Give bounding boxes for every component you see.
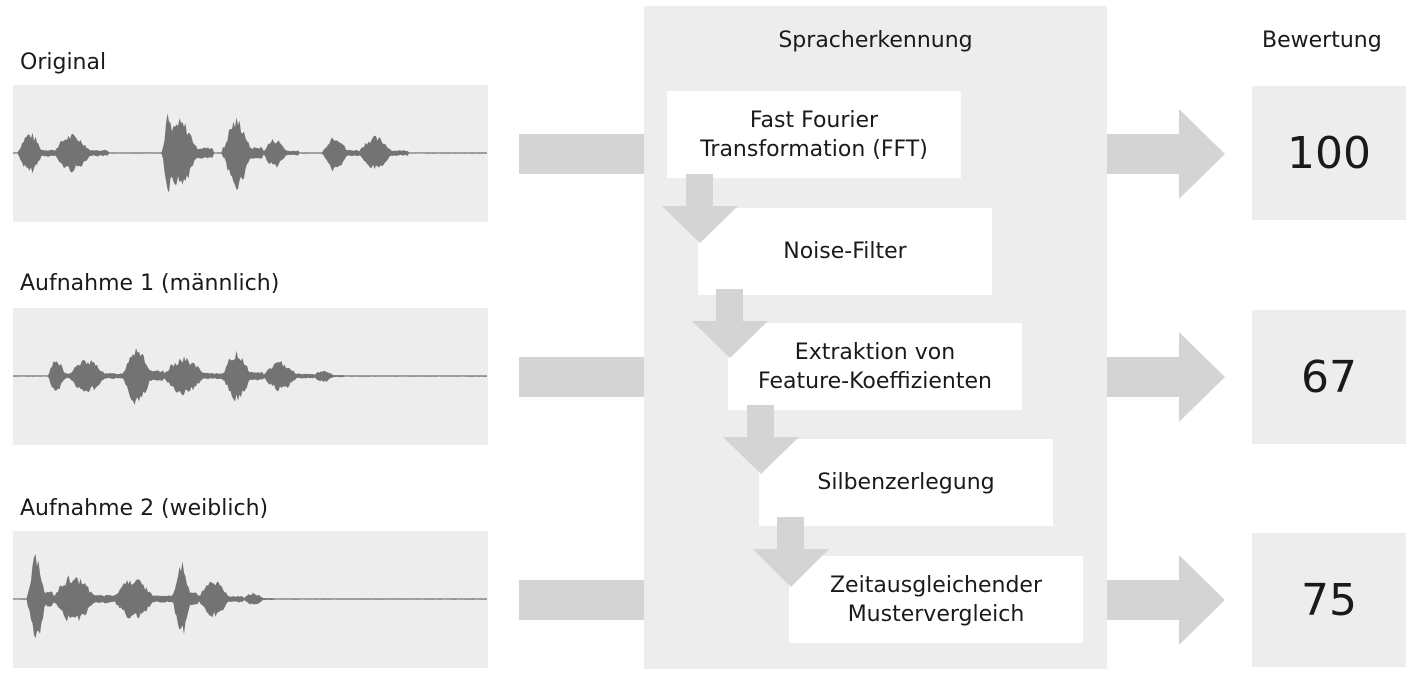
score-original: 100 [1252, 86, 1406, 220]
panel-title: Spracherkennung [778, 28, 973, 53]
right-arrow-icon [1107, 332, 1225, 422]
score-aufnahme-2: 75 [1252, 533, 1406, 667]
scores-title: Bewertung [1262, 28, 1382, 53]
waveform-original [13, 85, 488, 222]
step-feature-extraction: Extraktion von Feature-Koeffizienten [728, 323, 1022, 410]
step-syllable-segmentation: Silbenzerlegung [759, 439, 1053, 526]
input-label-aufnahme-1: Aufnahme 1 (männlich) [20, 271, 280, 296]
step-noise-filter: Noise-Filter [698, 208, 992, 295]
input-connector-aufnahme-2 [519, 580, 644, 620]
step-fft: Fast Fourier Transformation (FFT) [667, 91, 961, 178]
waveform-aufnahme-1 [13, 308, 488, 445]
waveform-aufnahme-2-graphic [13, 554, 487, 639]
waveform-original-graphic [13, 113, 487, 193]
waveform-aufnahme-1-graphic [13, 348, 487, 405]
right-arrow-icon [1107, 555, 1225, 645]
input-label-original: Original [20, 50, 107, 75]
score-aufnahme-1: 67 [1252, 310, 1406, 444]
input-label-aufnahme-2: Aufnahme 2 (weiblich) [20, 496, 269, 521]
waveform-aufnahme-2 [13, 531, 488, 668]
step-pattern-matching: Zeitausgleichender Mustervergleich [789, 556, 1083, 643]
right-arrow-icon [1107, 109, 1225, 199]
input-connector-original [519, 134, 644, 174]
input-connector-aufnahme-1 [519, 357, 644, 397]
